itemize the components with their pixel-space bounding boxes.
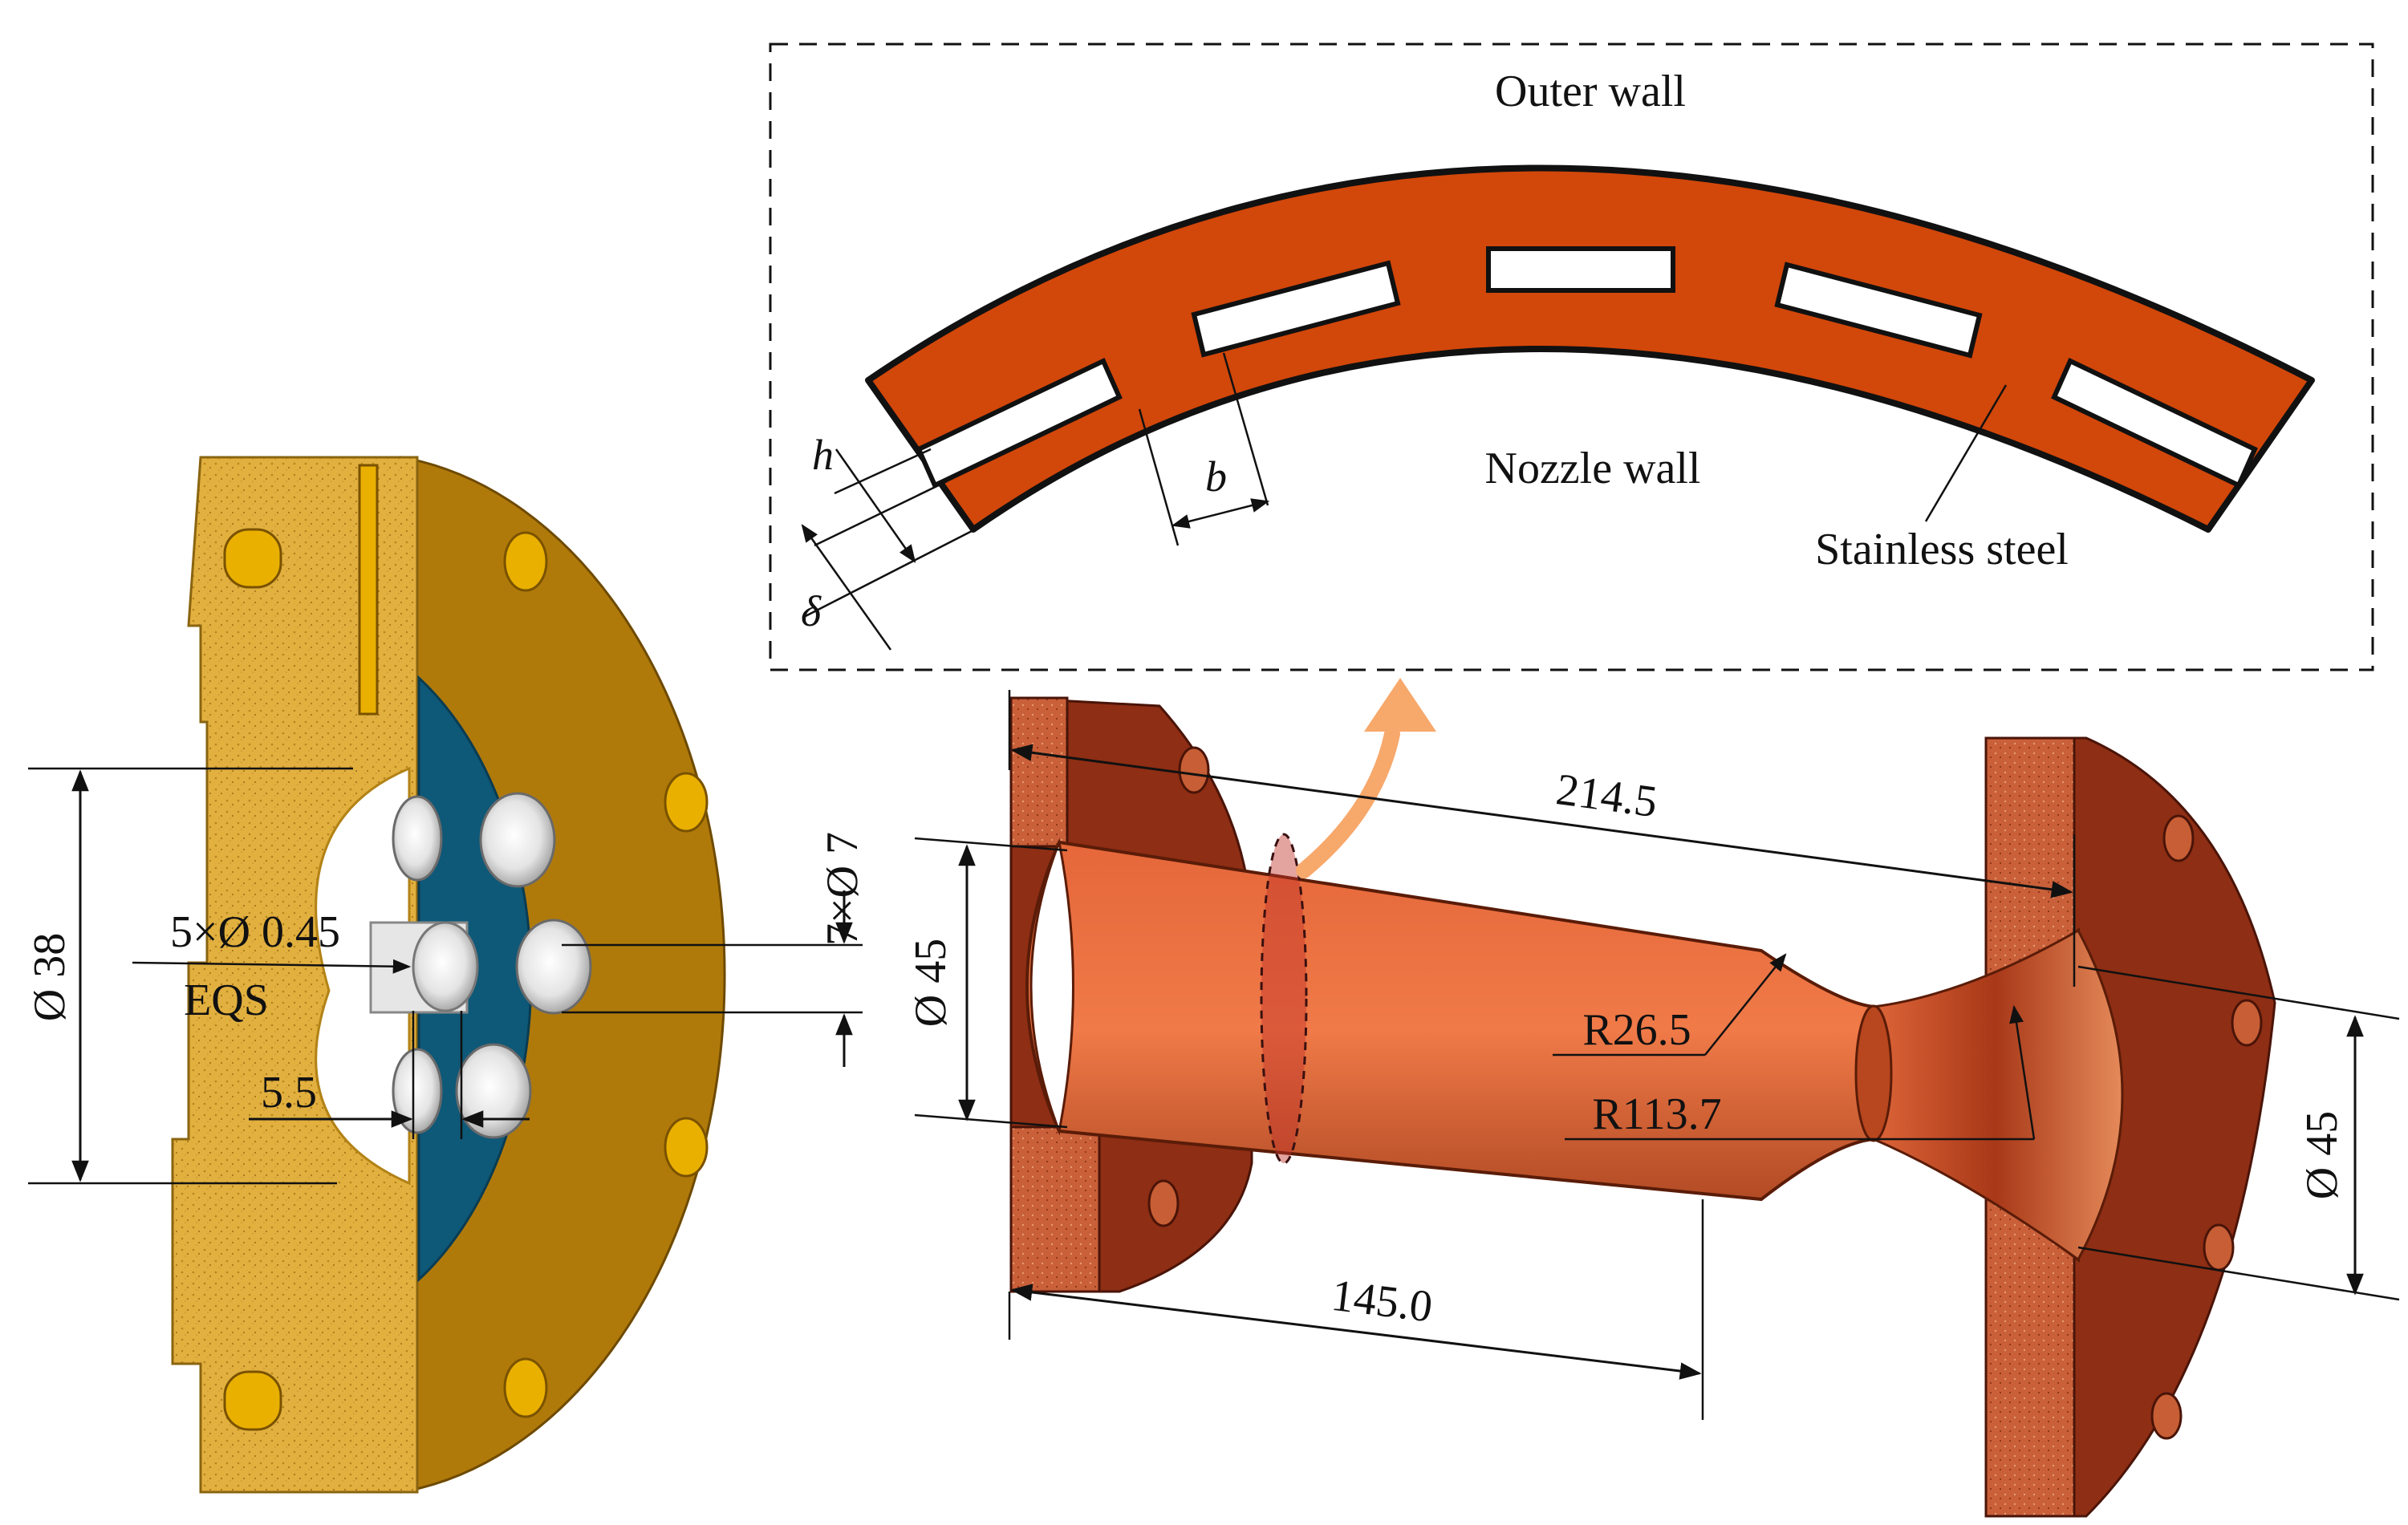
h-extension-bot [802, 528, 976, 619]
chamber-opening [1029, 838, 1074, 1136]
dia45r-label: Ø 45 [2297, 1111, 2347, 1199]
b-dimension-line [1171, 498, 1270, 529]
outer-wall-label: Outer wall [1495, 67, 1686, 116]
section-callout-arrowhead [1364, 678, 1436, 732]
dia45l-label: Ø 45 [906, 939, 956, 1027]
len2145-label: 214.5 [1553, 765, 1660, 827]
delta-dimension-line [801, 524, 892, 651]
cooling-channels [916, 246, 2258, 489]
dia45r-ext-top [2077, 965, 2400, 1020]
stainless-steel-label: Stainless steel [1815, 525, 2069, 574]
eqs-center-face [412, 921, 479, 1012]
bolt-hole [1147, 1179, 1180, 1227]
injector-hole [515, 919, 592, 1015]
nozzle-wall-label: Nozzle wall [1485, 444, 1701, 493]
dia45r-ext-bot [2077, 1246, 2400, 1301]
section-callout-arrow [1296, 726, 1400, 878]
r1137-label: R113.7 [1592, 1089, 1721, 1139]
stainless-steel-leader [1924, 384, 2008, 522]
b-label: b [1205, 452, 1227, 501]
b-extension-left [1138, 408, 1180, 546]
dia45l-ext-top [914, 837, 1068, 852]
len1450-label: 145.0 [1329, 1271, 1435, 1332]
len1450-dimension-line [1010, 1284, 1702, 1380]
bolt-hole [503, 1357, 548, 1418]
r265-label: R26.5 [1582, 1005, 1691, 1055]
port-channel [223, 1370, 282, 1431]
cooling-channel-4 [1774, 262, 1983, 359]
left-flange-cut-top [1009, 696, 1069, 848]
nozzle-assembly: 214.5 Ø 45 R26.5 R113.7 Ø 45 145.0 [906, 678, 2400, 1518]
bolt-hole [1178, 746, 1210, 794]
bolt-hole [2150, 1392, 2183, 1440]
bolt-hole [2162, 814, 2195, 862]
r265-leader [1704, 953, 1787, 1056]
dim55-label: 5.5 [261, 1068, 317, 1117]
inset-dashed-frame [769, 43, 2374, 671]
flange-bolt-holes [503, 531, 709, 1418]
len2145-dimension-line [1010, 744, 2073, 898]
bolt-hole [503, 531, 548, 592]
h-extension-top [834, 448, 932, 495]
dia38-label: Ø 38 [25, 933, 75, 1021]
injector-hole [455, 1043, 532, 1139]
insulation-block [171, 456, 419, 1494]
left-flange-cut-bot [1009, 1125, 1101, 1293]
h-dimension-line [834, 448, 916, 563]
cooling-channel-5 [2051, 357, 2258, 489]
cooling-channel-3 [1486, 246, 1675, 293]
r1137-leader [2009, 1004, 2036, 1140]
b-extension-right [1222, 352, 1269, 506]
copper-ring-segment [865, 164, 2315, 533]
section-cut-marker [1260, 833, 1308, 1165]
injector-hole [479, 792, 556, 888]
bolt-hole [2231, 999, 2263, 1047]
port-channel [223, 528, 282, 589]
cooling-channel-2 [1191, 260, 1401, 358]
nozzle-throat [1854, 1004, 1893, 1142]
port-channel [358, 464, 379, 716]
cross-section-inset: Outer wall Nozzle wall Stainless steel b… [769, 43, 2374, 671]
delta-label: δ [801, 587, 822, 635]
eqs-label: EQS [184, 975, 269, 1025]
eqs-leader [132, 959, 412, 974]
bolt-hole [664, 1117, 709, 1178]
injector-assembly: Ø 38 5×Ø 0.45 EQS 5.5 7×Ø 7 [25, 456, 867, 1494]
bolt-hole [2203, 1223, 2235, 1272]
cooling-channel-1 [916, 357, 1123, 489]
holes-045-label: 5×Ø 0.45 [170, 907, 340, 957]
dia45l-ext-bot [914, 1113, 1068, 1129]
bolt-hole [664, 772, 709, 833]
chamber-bore [315, 766, 411, 1186]
h-label: h [812, 431, 834, 479]
injector-hole-partial [392, 795, 443, 882]
insulation-ports [223, 464, 379, 1431]
dia7-label: 7×Ø 7 [818, 832, 867, 946]
